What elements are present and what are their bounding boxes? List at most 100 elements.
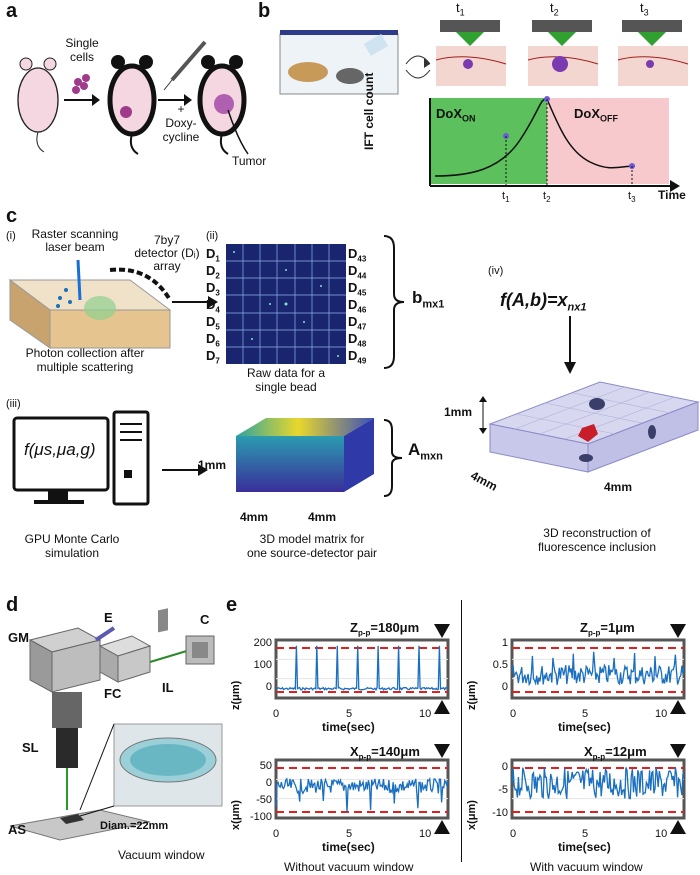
ylabel-z-right: z(μm) <box>466 680 478 710</box>
ytick: 1 <box>501 637 508 649</box>
plot-title-x-right: Xp-p=12μm <box>584 744 647 762</box>
detector-label-left: D3 <box>206 280 220 298</box>
imaging-frame-t1 <box>435 20 507 86</box>
cells-icon <box>72 74 90 94</box>
xtick: 5 <box>582 708 589 720</box>
dox-off-label: DoXOFF <box>574 106 618 124</box>
fiber-coupler-icon <box>98 635 152 683</box>
xtick: 0 <box>273 708 280 720</box>
diameter-label: Diam.=22mm <box>100 820 169 832</box>
label-AS: AS <box>8 822 27 837</box>
ytick: -100 <box>249 811 272 823</box>
ift-ylabel: IFT cell count <box>362 72 376 150</box>
label-E: E <box>104 610 113 625</box>
ytick: 0.5 <box>492 659 508 671</box>
recon-dim-1mm: 1mm <box>444 405 473 419</box>
tick-t1: t1 <box>502 190 510 205</box>
syringe-icon <box>163 40 207 91</box>
label-IL: IL <box>162 680 174 695</box>
time-label-t3: t3 <box>640 0 649 18</box>
mouse-tumor-icon <box>197 55 249 155</box>
panel-a-diagram <box>17 40 249 155</box>
ytick: 100 <box>253 659 272 671</box>
reconstruction-equation: f(A,b)=xnx1 <box>500 290 587 314</box>
single-cells-label: Single cells <box>65 36 99 64</box>
b-vector-label: bmx1 <box>412 288 445 311</box>
detector-label-right: D47 <box>348 314 367 332</box>
panel-e-divider <box>461 600 462 862</box>
marker-up <box>434 820 450 834</box>
marker-down <box>434 624 450 638</box>
label-FC: FC <box>104 686 122 701</box>
label-i: (i) <box>6 230 16 242</box>
panel-label-b: b <box>258 0 271 22</box>
detector-label-left: D5 <box>206 314 220 332</box>
recon-dim-4mm-b: 4mm <box>604 480 633 494</box>
xlabel-x-left: time(sec) <box>322 840 375 854</box>
b-brace <box>383 235 405 369</box>
label-iii: (iii) <box>6 398 21 410</box>
time-xlabel: Time <box>658 188 686 202</box>
xtick: 5 <box>346 828 353 840</box>
panel-label-d: d <box>6 594 19 616</box>
panel-label-c: c <box>6 205 18 227</box>
xtick: 0 <box>273 828 280 840</box>
marker-down <box>670 624 686 638</box>
detector-grid <box>226 244 346 364</box>
model-matrix-cube <box>236 418 374 492</box>
arrow-i-ii <box>172 296 218 308</box>
label-C: C <box>200 612 210 627</box>
plot-title-z-left: Zp-p=180μm <box>350 620 420 638</box>
xlabel-z-right: time(sec) <box>558 720 611 734</box>
xtick: 10 <box>419 708 432 720</box>
tick-t3: t3 <box>628 190 636 205</box>
xtick: 5 <box>582 828 589 840</box>
detector-label-right: D49 <box>348 348 367 366</box>
mouse-black-icon <box>107 55 157 155</box>
time-label-t2: t2 <box>550 0 559 18</box>
monte-carlo-function: f(μs,μa,g) <box>24 440 96 459</box>
xtick: 10 <box>419 828 432 840</box>
plot-title-x-left: Xp-p=140μm <box>350 744 420 762</box>
marker-up <box>670 700 686 714</box>
marker-down <box>670 744 686 758</box>
mouse-pink-icon <box>17 57 59 153</box>
camera-icon <box>185 635 215 665</box>
xtick: 0 <box>510 708 517 720</box>
tick-t2: t2 <box>543 190 551 205</box>
photon-label: Photon collection after multiple scatter… <box>25 346 145 374</box>
marker-up <box>434 700 450 714</box>
ytick: 0 <box>265 681 272 693</box>
dox-on-label: DoXON <box>436 106 476 124</box>
ytick: 50 <box>259 760 272 772</box>
right-detector-column: D43 D44 D45 D46 D47 D48 D49 <box>348 246 374 366</box>
plot-title-z-right: Zp-p=1μm <box>580 620 635 638</box>
panel-e-plots <box>274 624 686 834</box>
panel-label-e: e <box>226 594 238 616</box>
doxycycline-label: + Doxy- cycline <box>162 102 200 144</box>
label-ii: (ii) <box>206 230 219 242</box>
vacuum-window-label: Vacuum window <box>118 848 205 862</box>
ylabel-z-left: z(μm) <box>230 680 242 710</box>
xtick: 10 <box>655 828 668 840</box>
detector-label-left: D4 <box>206 297 220 315</box>
reconstruction-volume <box>488 381 700 473</box>
mouse-cage-icon <box>279 30 399 95</box>
signal-trace <box>275 776 449 813</box>
A-matrix-label: Amxn <box>408 440 443 463</box>
detector-label-left: D1 <box>206 246 220 264</box>
computer-icon <box>12 410 150 506</box>
raster-label: Raster scanning laser beam <box>31 227 119 254</box>
xlabel-x-right: time(sec) <box>558 840 611 854</box>
A-brace <box>383 419 403 497</box>
detector-label-left: D6 <box>206 331 220 349</box>
marker-down <box>434 744 450 758</box>
model-dim-4mm-b: 4mm <box>308 510 337 524</box>
time-label-t1: t1 <box>456 0 465 18</box>
marker-up <box>670 820 686 834</box>
detector-label-right: D46 <box>348 297 367 315</box>
caption-without-vacuum: Without vacuum window <box>284 860 414 874</box>
label-iv: (iv) <box>488 265 504 277</box>
model-dim-1mm: 1mm <box>198 458 227 472</box>
ytick: -50 <box>256 794 272 806</box>
